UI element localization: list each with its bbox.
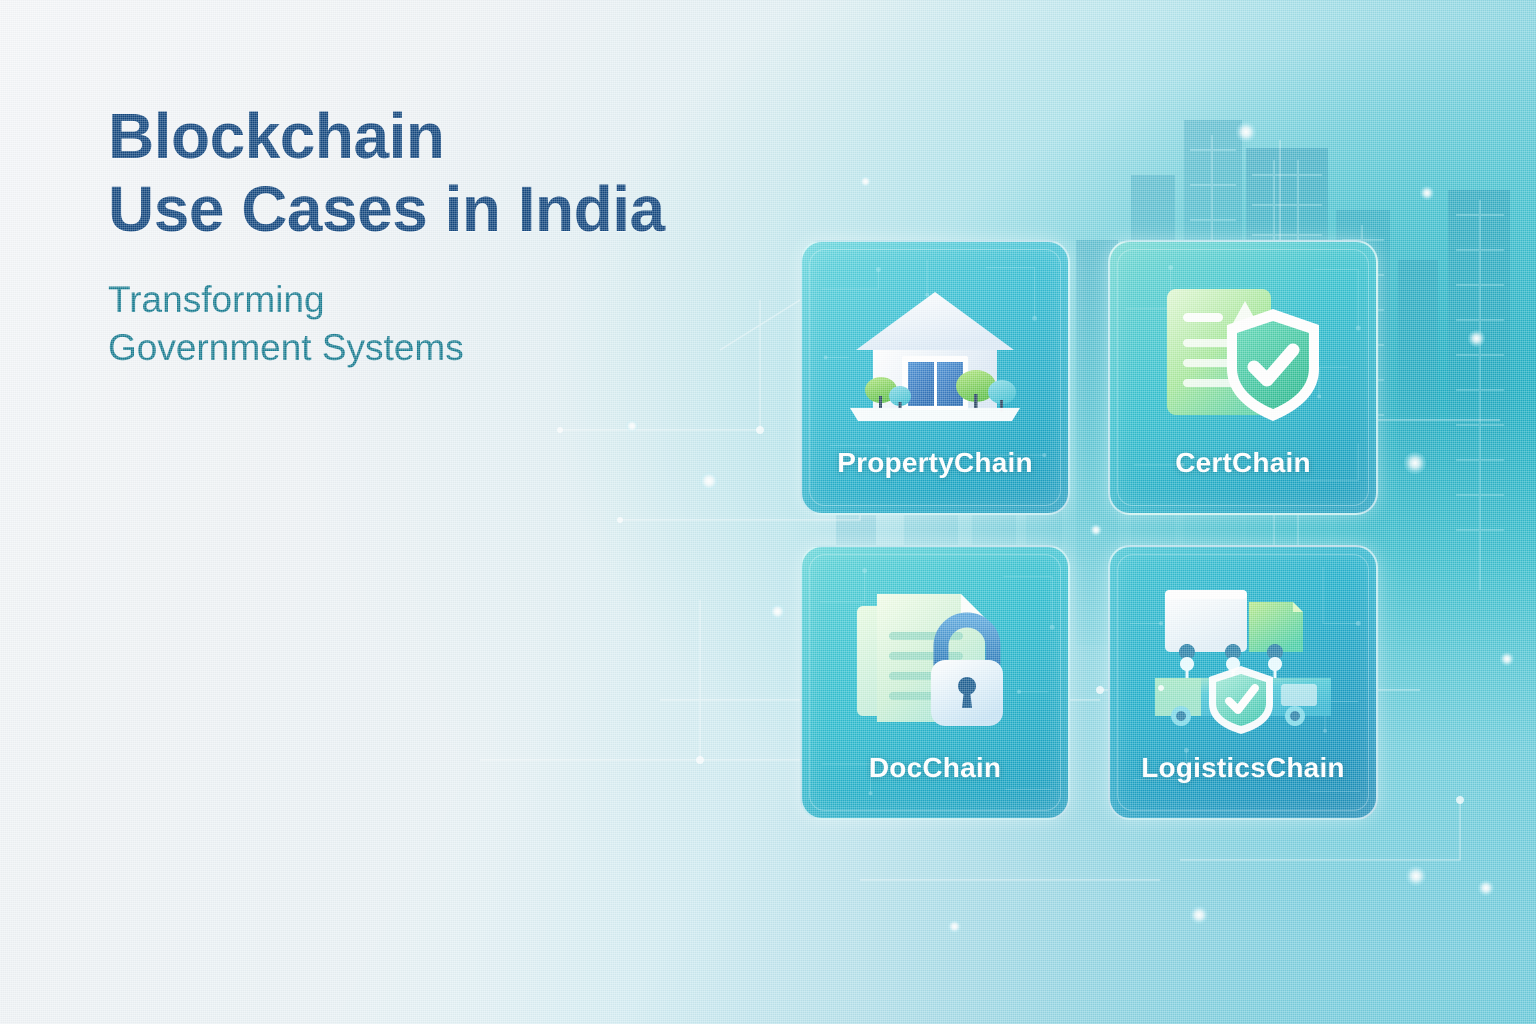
card-label: DocChain — [868, 752, 1002, 783]
headline-block: Blockchain Use Cases in India Transformi… — [108, 100, 788, 372]
use-case-card-grid: PropertyChain — [800, 240, 1378, 820]
truck-shield-icon — [1110, 573, 1376, 743]
card-inner-surface — [809, 554, 1061, 811]
card-inner-surface — [1117, 249, 1369, 506]
circuit-pattern — [819, 568, 1055, 796]
circuit-pattern — [1129, 566, 1361, 792]
use-case-card-certchain[interactable]: CertChain — [1108, 240, 1378, 515]
certificate-shield-check-icon — [1110, 268, 1376, 438]
page-title: Blockchain Use Cases in India — [108, 100, 665, 245]
card-label: CertChain — [1175, 447, 1311, 478]
circuit-pattern — [821, 259, 1047, 478]
use-case-card-logisticschain[interactable]: LogisticsChain — [1108, 545, 1378, 820]
use-case-card-docchain[interactable]: DocChain — [800, 545, 1070, 820]
card-inner-surface — [1117, 554, 1369, 811]
card-label: PropertyChain — [837, 447, 1033, 478]
use-case-card-propertychain[interactable]: PropertyChain — [800, 240, 1070, 515]
page-subtitle: Transforming Government Systems — [108, 278, 464, 368]
documents-lock-icon — [802, 573, 1068, 743]
card-inner-surface — [809, 249, 1061, 506]
card-label: LogisticsChain — [1141, 752, 1345, 783]
circuit-pattern — [1125, 265, 1361, 481]
bank-building-icon — [802, 268, 1068, 438]
